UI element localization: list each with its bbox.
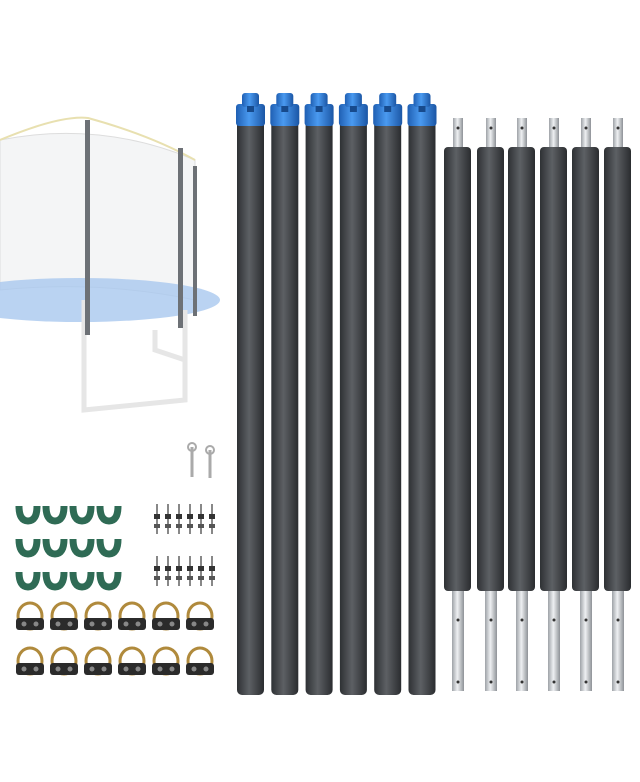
- foam-sleeve: [339, 120, 367, 695]
- cap-top: [310, 93, 328, 107]
- u-clip-icon: [96, 571, 122, 591]
- clamp-icon: [118, 646, 146, 676]
- cap-top: [344, 93, 362, 107]
- capped-pole: [236, 93, 265, 695]
- foam-sleeve: [408, 120, 436, 695]
- clamp-icon: [50, 646, 78, 676]
- cap-icon: [407, 104, 437, 126]
- capped-pole: [304, 93, 334, 695]
- metal-tube-top: [517, 118, 527, 153]
- clamp-icon: [152, 646, 180, 676]
- clamp-icon: [186, 646, 214, 676]
- sleeved-pole: [540, 118, 567, 691]
- sleeved-foam-poles: [444, 118, 631, 691]
- cap-icon: [338, 104, 368, 126]
- capped-pole: [373, 93, 403, 695]
- u-clip-icon: [69, 505, 95, 525]
- foam-sleeve: [444, 147, 471, 591]
- capped-foam-poles: [236, 93, 437, 695]
- cap-top: [379, 93, 397, 107]
- clamp-icon: [186, 601, 214, 631]
- cap-top: [242, 93, 259, 107]
- u-clip-icon: [42, 571, 68, 591]
- cap-icon: [236, 104, 265, 126]
- capped-pole: [407, 93, 437, 695]
- trampoline-thumbnail: [0, 116, 220, 413]
- u-clip-icon: [69, 571, 95, 591]
- trampoline-mat: [0, 278, 220, 322]
- u-clip-icon: [96, 505, 122, 525]
- foam-sleeve: [271, 120, 299, 695]
- clamp-icon: [84, 646, 112, 676]
- metal-tube-bottom: [548, 585, 560, 691]
- metal-tube-bottom: [485, 585, 497, 691]
- metal-tube-bottom: [580, 585, 592, 691]
- foam-sleeve: [374, 120, 402, 695]
- u-clip-icon: [42, 505, 68, 525]
- cap-icon: [304, 104, 334, 126]
- foam-sleeve: [477, 147, 504, 591]
- foam-sleeve: [572, 147, 599, 591]
- foam-sleeve: [508, 147, 535, 591]
- clamp-icon: [16, 601, 44, 631]
- clamp-icon: [118, 601, 146, 631]
- foam-sleeve: [540, 147, 567, 591]
- u-clip-icon: [15, 571, 41, 591]
- capped-pole: [338, 93, 368, 695]
- metal-tube-top: [613, 118, 623, 153]
- metal-tube-top: [453, 118, 463, 153]
- sleeved-pole: [444, 118, 471, 691]
- metal-tube-bottom: [612, 585, 624, 691]
- wrench-pair: [187, 442, 215, 478]
- u-clip-icon: [15, 505, 41, 525]
- bolt-set: [154, 504, 215, 586]
- foam-sleeve: [604, 147, 631, 591]
- capped-pole: [270, 93, 300, 695]
- foam-sleeve: [305, 120, 333, 695]
- u-clip-icon: [15, 538, 41, 558]
- cap-top: [413, 93, 431, 107]
- sleeved-pole: [508, 118, 535, 691]
- metal-tube-top: [581, 118, 591, 153]
- metal-tube-bottom: [516, 585, 528, 691]
- sleeved-pole: [572, 118, 599, 691]
- net-pole: [193, 166, 197, 316]
- metal-tube-top: [486, 118, 496, 153]
- u-clip-icon: [42, 538, 68, 558]
- u-clips: [15, 505, 122, 591]
- clamp-icon: [84, 601, 112, 631]
- clamp-icon: [50, 601, 78, 631]
- metal-tube-bottom: [452, 585, 464, 691]
- u-clip-icon: [69, 538, 95, 558]
- cap-top: [276, 93, 294, 107]
- pole-clamps: [16, 601, 214, 676]
- metal-tube-top: [549, 118, 559, 153]
- net-pole: [85, 120, 90, 335]
- cap-icon: [373, 104, 403, 126]
- u-clip-icon: [96, 538, 122, 558]
- net-pole: [178, 148, 183, 328]
- cap-icon: [270, 104, 300, 126]
- clamp-icon: [16, 646, 44, 676]
- foam-sleeve: [237, 120, 264, 695]
- sleeved-pole: [477, 118, 504, 691]
- clamp-icon: [152, 601, 180, 631]
- sleeved-pole: [604, 118, 631, 691]
